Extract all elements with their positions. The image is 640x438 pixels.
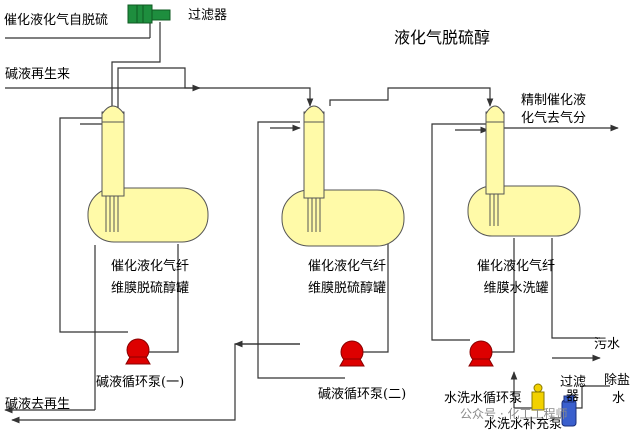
pump-2-icon <box>339 340 365 367</box>
tank-1 <box>87 105 209 243</box>
caustic-regen-in-label: 碱液再生来 <box>5 67 71 82</box>
filter-top-label: 过滤器 <box>188 8 228 23</box>
tank-2-label: 催化液化气纤 维膜脱硫醇罐 <box>283 256 411 300</box>
pump-2-label: 碱液循环泵(二) <box>318 387 407 402</box>
pump-1-label: 碱液循环泵(一) <box>96 375 185 390</box>
filter-bottom-label-line-2: 器 <box>566 389 580 404</box>
pump-1-icon <box>125 338 151 365</box>
makeup-pump-icon <box>531 383 545 411</box>
tank-3-label-line-1: 催化液化气纤 <box>476 259 555 274</box>
filter-bottom-label-line-1: 过滤 <box>560 375 587 390</box>
filter-top-icon <box>127 4 171 24</box>
tank-1-label-line-2: 维膜脱硫醇罐 <box>110 281 189 296</box>
pump-3-label: 水洗水循环泵 <box>444 391 523 406</box>
feed-label: 催化液化气自脱硫 <box>4 13 109 28</box>
tank-2-label-line-1: 催化液化气纤 <box>307 259 386 274</box>
tank-2-label-line-2: 维膜脱硫醇罐 <box>307 281 386 296</box>
pump-3-icon <box>468 340 494 367</box>
tank-1-label: 催化液化气纤 维膜脱硫醇罐 <box>86 256 214 300</box>
makeup-pump-label: 水洗水补充泵 <box>484 417 563 432</box>
page-title: 液化气脱硫醇 <box>394 28 491 47</box>
wastewater-label: 污水 <box>594 337 621 352</box>
desalted-water-label-line-2: 水 <box>612 391 626 406</box>
caustic-to-regen-label: 碱液去再生 <box>5 397 71 412</box>
desalted-water-label-line-1: 除盐 <box>604 373 631 388</box>
tank-1-label-line-1: 催化液化气纤 <box>110 259 189 274</box>
tank-3-label: 催化液化气纤 维膜水洗罐 <box>452 256 580 300</box>
product-label-line-2: 化气去气分 <box>521 111 587 126</box>
tank-3 <box>467 105 581 237</box>
tank-2 <box>281 105 405 247</box>
filter-bottom-icon <box>561 395 577 427</box>
product-label-line-1: 精制催化液 <box>521 93 587 108</box>
tank-3-label-line-2: 维膜水洗罐 <box>483 281 549 296</box>
watermark: 公众号 · 化工工程师 <box>460 407 568 421</box>
